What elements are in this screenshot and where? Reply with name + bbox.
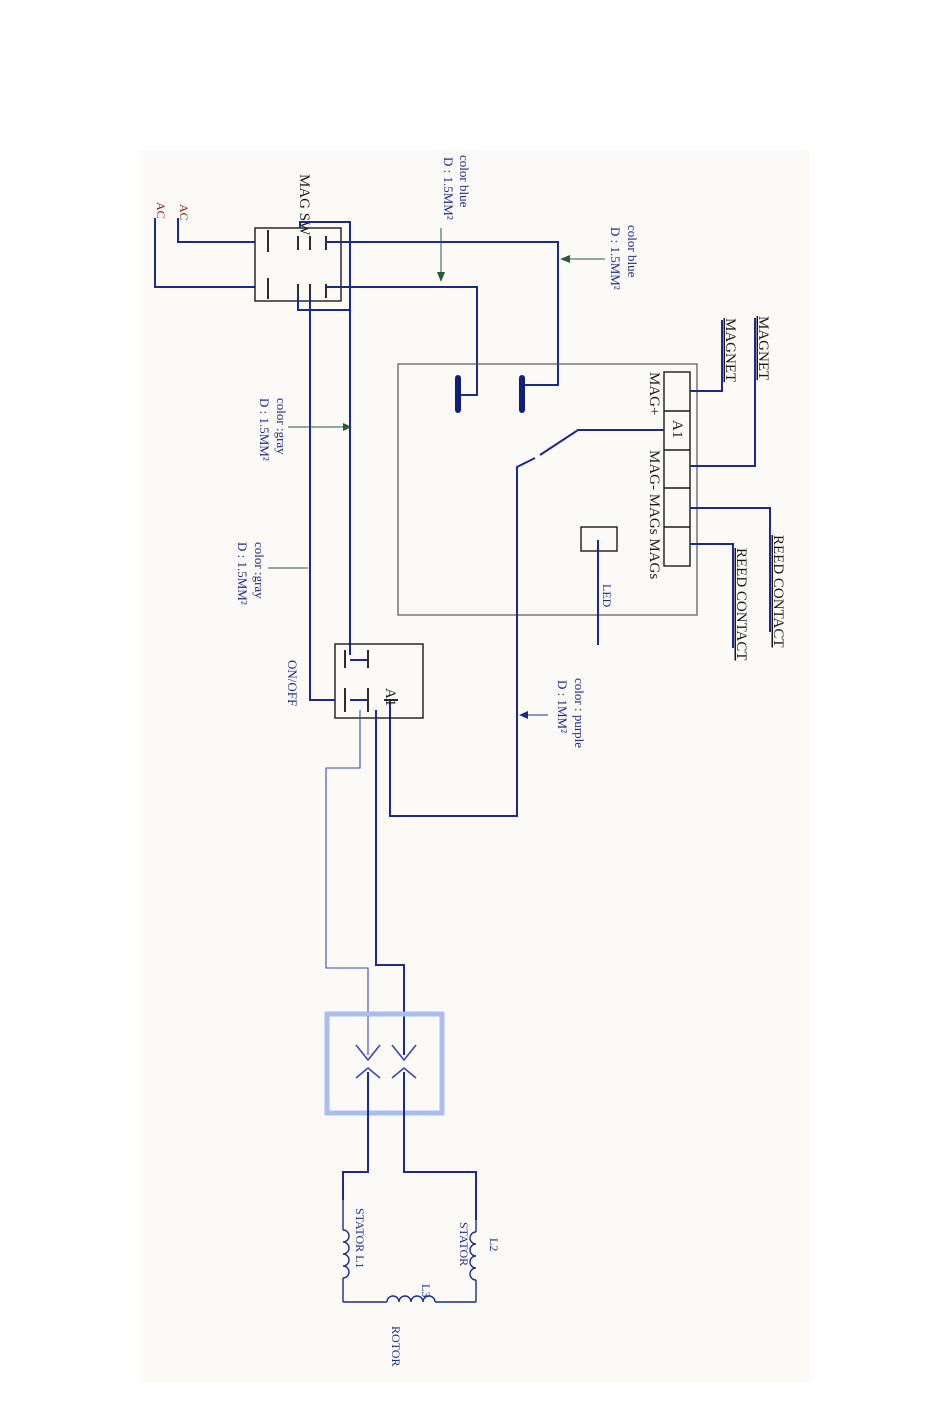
l3-label: L3 [419,1284,433,1297]
ac-label-top: AC [177,204,191,221]
svg-text:D : 1.5MM²: D : 1.5MM² [441,157,456,220]
l2-label: L2 [487,1238,501,1251]
svg-text:color : purple: color : purple [572,678,587,748]
svg-text:D : 1.5MM²: D : 1.5MM² [608,227,623,290]
svg-text:color :gray: color :gray [252,542,267,599]
svg-text:color :gray: color :gray [274,398,289,455]
svg-text:D : 1.5MM²: D : 1.5MM² [235,542,250,605]
magnet-label-2: MAGNET [755,316,771,380]
on-off-label: ON/OFF [285,660,300,706]
mag-plus-label: MAG+ [646,372,662,415]
stator-l1-label: STATOR L1 [353,1208,367,1269]
reed-contact-label-1: REED CONTACT [770,535,786,648]
a1-switch-label: A1 [382,688,398,706]
reed-contact-label-2: REED CONTACT [733,548,749,661]
svg-text:color blue: color blue [625,225,640,278]
led-label: LED [600,584,614,608]
svg-text:D : 1MM²: D : 1MM² [555,680,570,733]
svg-text:D : 1.5MM²: D : 1.5MM² [257,398,272,461]
svg-text:color blue: color blue [457,155,472,208]
mag-switch-label: MAG SW [296,174,312,236]
mag-minus-row-label: MAG- MAGs MAGs [646,450,662,579]
rotor-label: ROTOR [389,1326,403,1366]
ac-label-bottom: AC [154,202,168,219]
magnet-label-1: MAGNET [722,318,738,382]
a1-terminal-label: A1 [669,420,685,438]
stator-l2-label: STATOR [457,1222,471,1266]
